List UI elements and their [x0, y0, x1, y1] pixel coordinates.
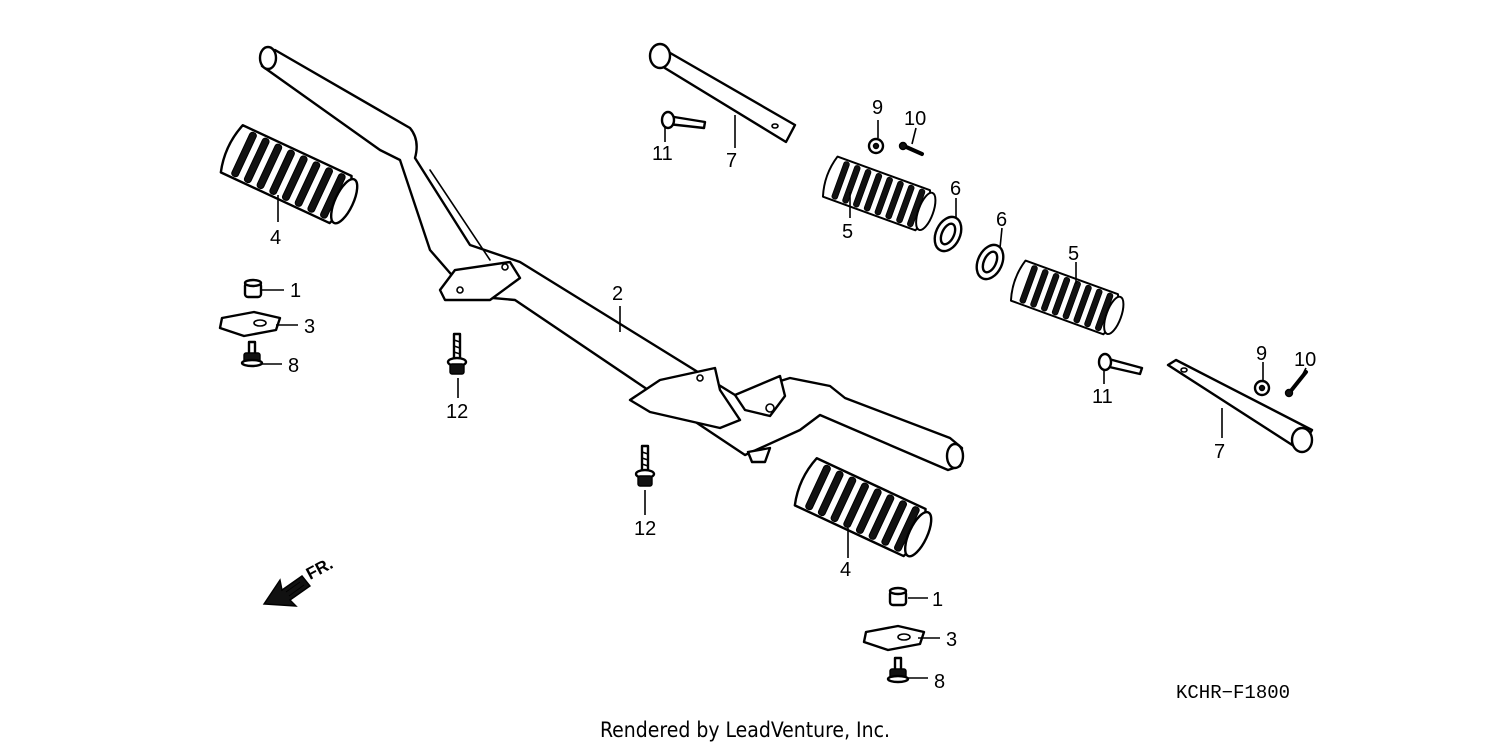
callout-7: 7: [1214, 441, 1225, 463]
flange-bolt-left: [240, 340, 264, 368]
callout-5: 5: [842, 221, 853, 243]
callout-5: 5: [1068, 243, 1079, 265]
callout-11: 11: [652, 143, 673, 165]
cotter-pin-lower: [1284, 370, 1308, 398]
callout-9: 9: [872, 97, 883, 119]
clevis-pin-upper: [660, 110, 707, 130]
clevis-pin-lower: [1097, 352, 1144, 376]
bracket-plate-right: [862, 624, 926, 652]
leader-lines: [262, 115, 1307, 679]
diagram-code: KCHR−F1800: [1176, 682, 1290, 704]
callout-11: 11: [1092, 386, 1113, 408]
callout-6: 6: [950, 178, 961, 200]
callout-1: 1: [932, 589, 943, 611]
callout-3: 3: [946, 629, 957, 651]
stud-bolt-center: [634, 444, 656, 488]
callout-1: 1: [290, 280, 301, 302]
callout-9: 9: [1256, 343, 1267, 365]
passenger-rubber-right: [1006, 258, 1129, 339]
callout-8: 8: [934, 671, 945, 693]
callout-7: 7: [726, 150, 737, 172]
footpeg-bar: [258, 45, 965, 472]
footpeg-rubber-right: [789, 455, 939, 563]
front-direction-arrow: FR.: [262, 554, 336, 607]
callout-4: 4: [840, 559, 851, 581]
callout-2: 2: [612, 283, 623, 305]
passenger-rubber-left: [818, 154, 941, 235]
bracket-plate-left: [218, 310, 282, 338]
peg-pin-lower: [1166, 358, 1314, 454]
washer-left: [933, 215, 963, 253]
cotter-pin-upper: [898, 141, 924, 156]
callout-8: 8: [288, 355, 299, 377]
washer-right: [975, 243, 1005, 281]
callout-10: 10: [1294, 349, 1316, 371]
small-washer-lower: [1253, 379, 1271, 397]
callout-12: 12: [634, 518, 656, 540]
peg-pin-upper: [648, 42, 797, 144]
callout-12: 12: [446, 401, 468, 423]
footer-credit: Rendered by LeadVenture, Inc.: [600, 718, 890, 742]
front-marker-text: FR.: [303, 554, 336, 584]
callout-labels: 1 1 2 3 3 4 4 5 5 6 6 7 7 8 8 9 9 10 10 …: [270, 97, 1316, 693]
collar-left: [243, 278, 263, 299]
small-washer-upper: [867, 137, 885, 155]
callout-4: 4: [270, 227, 281, 249]
footpeg-rubber-left: [215, 122, 365, 230]
callout-3: 3: [304, 316, 315, 338]
callout-6: 6: [996, 209, 1007, 231]
flange-bolt-right: [886, 656, 910, 684]
collar-right: [888, 586, 908, 607]
callout-10: 10: [904, 108, 926, 130]
stud-bolt-left: [446, 332, 468, 376]
